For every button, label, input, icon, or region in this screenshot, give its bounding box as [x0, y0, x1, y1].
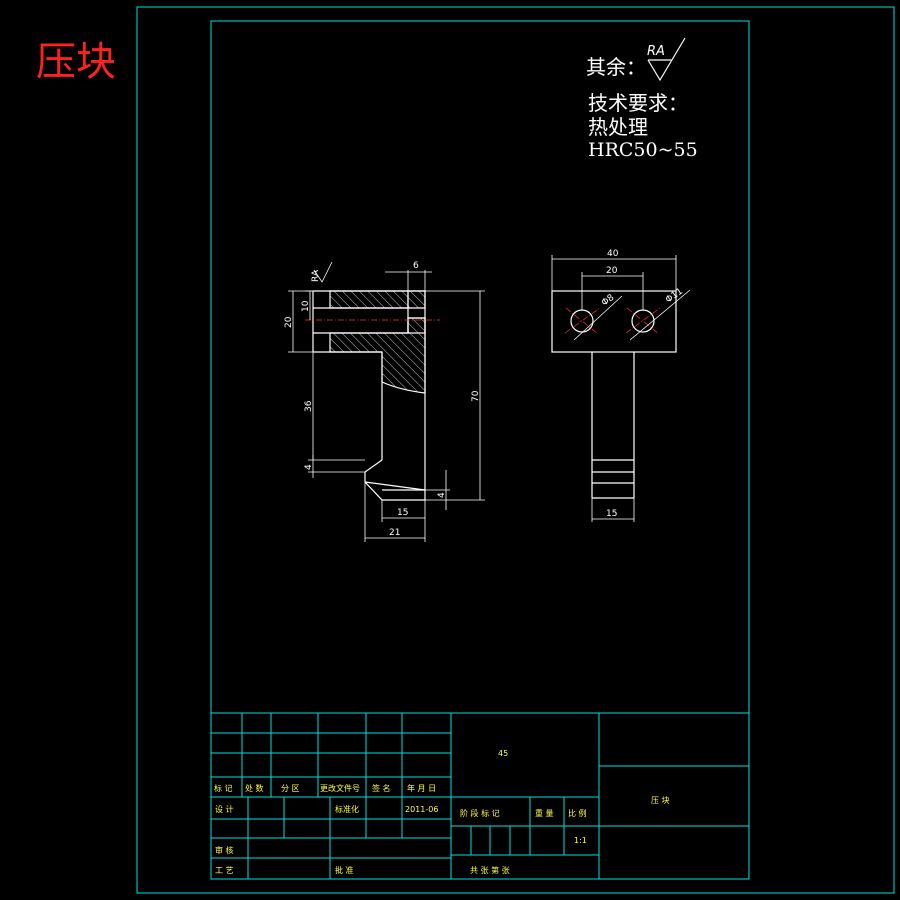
label-date: 年 月 日 [407, 783, 436, 793]
drawing-title: 压块 [36, 39, 116, 85]
label-sign: 签 名 [372, 783, 391, 793]
title-block [211, 712, 749, 879]
requirements-heading: 技术要求： [588, 91, 688, 115]
dim-10: 10 [301, 300, 311, 312]
dim-21: 21 [389, 528, 400, 538]
label-review: 审 核 [215, 845, 234, 855]
hatch-lower [329, 317, 426, 394]
dim-40: 40 [607, 249, 619, 259]
dim-70: 70 [471, 390, 481, 402]
label-mark: 标 记 [214, 783, 233, 793]
label-design: 设 计 [215, 804, 234, 814]
roughness-symbol: RA [647, 37, 686, 82]
hatch-upper [329, 290, 409, 309]
roughness-label: 其余： [586, 55, 646, 79]
svg-text:RA: RA [647, 44, 665, 59]
section-view [305, 290, 440, 501]
material: 45 [498, 749, 508, 758]
dim-phi8: Φ8 [600, 293, 616, 309]
label-count: 处 数 [245, 783, 264, 793]
inner-frame [210, 20, 750, 880]
label-standardize: 标准化 [335, 804, 359, 814]
outer-frame [136, 6, 895, 894]
dim-20: 20 [284, 316, 294, 328]
dim-15-section: 15 [397, 508, 408, 518]
part-name: 压 块 [651, 795, 670, 805]
label-stage: 阶 段 标 记 [460, 808, 500, 818]
scale: 1:1 [574, 836, 587, 845]
label-ratio: 比 例 [568, 808, 587, 818]
requirements-line2: HRC50~55 [588, 139, 698, 161]
label-approve: 批 准 [335, 865, 354, 875]
label-change-doc: 更改文件号 [320, 783, 360, 793]
dim-4-left: 4 [304, 464, 314, 470]
dim-36: 36 [304, 400, 314, 412]
requirements-line1: 热处理 [588, 115, 648, 139]
label-sheets: 共 张 第 张 [470, 865, 510, 875]
label-weight: 重 量 [535, 808, 554, 818]
side-view [551, 290, 677, 499]
side-dimensions: 40 20 Φ8 Φ11 15 [551, 249, 691, 522]
dim-15-side: 15 [606, 509, 617, 519]
dim-4-right: 4 [437, 492, 447, 498]
hatch-upper-right [407, 290, 426, 309]
label-process: 工 艺 [215, 866, 234, 875]
dim-20-side: 20 [606, 266, 618, 276]
value-date: 2011-06 [405, 805, 438, 814]
ra-small: RA [311, 269, 321, 282]
label-zone: 分 区 [281, 784, 300, 793]
dim-6: 6 [413, 261, 419, 271]
section-dimensions: 6 10 20 36 4 70 4 15 21 [284, 261, 485, 542]
